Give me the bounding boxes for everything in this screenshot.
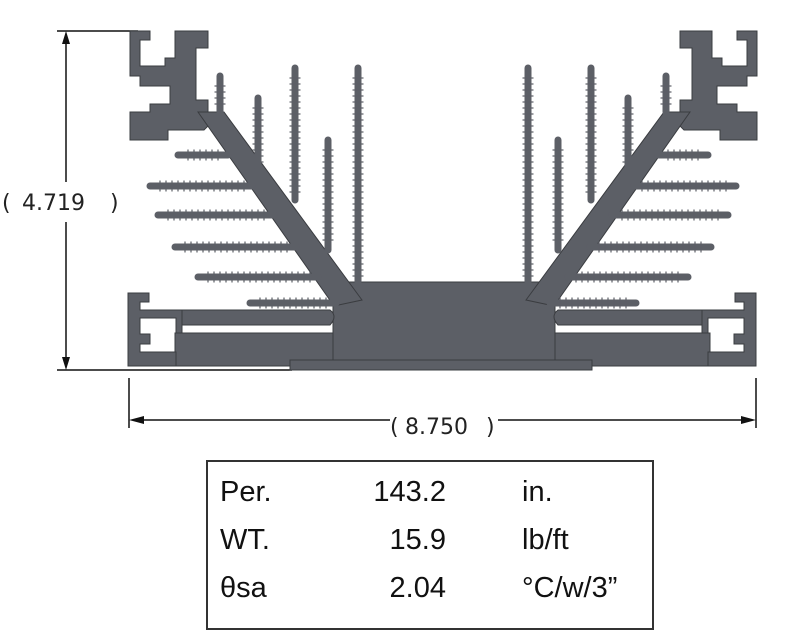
- height-paren-close: ): [110, 191, 119, 216]
- spec-unit: °C/w/3”: [522, 572, 618, 604]
- top-right-clip: [673, 30, 758, 141]
- spec-value: 2.04: [389, 572, 446, 604]
- height-value: 4.719: [22, 191, 85, 216]
- left-arm: [197, 111, 363, 307]
- spec-row-thermal-resistance: θsa 2.04 °C/w/3”: [208, 572, 652, 612]
- height-dimension: ( 4.719 ): [2, 30, 292, 371]
- width-value: 8.750: [405, 415, 468, 440]
- spec-label: WT.: [220, 524, 270, 556]
- bottom-right-rib: [553, 309, 703, 326]
- spec-label: Per.: [220, 476, 272, 508]
- width-paren-open: (: [390, 415, 399, 440]
- width-dimension: ( 8.750 ): [128, 378, 757, 440]
- width-arrow-right: [741, 416, 756, 424]
- right-arm: [525, 111, 691, 307]
- height-arrow-top: [62, 31, 70, 44]
- base-bottom-strip: [289, 359, 593, 371]
- spec-unit: in.: [522, 476, 553, 508]
- spec-label: θsa: [220, 572, 267, 604]
- width-arrow-left: [129, 416, 144, 424]
- base-thick-center: [332, 281, 556, 371]
- fins-group: [146, 64, 740, 309]
- spec-row-perimeter: Per. 143.2 in.: [208, 476, 652, 516]
- spec-value: 143.2: [373, 476, 446, 508]
- heatsink-profile: [127, 30, 758, 371]
- bottom-right-clip: [701, 292, 757, 367]
- spec-unit: lb/ft: [522, 524, 569, 556]
- height-arrow-bottom: [62, 357, 70, 370]
- spec-row-weight: WT. 15.9 lb/ft: [208, 524, 652, 564]
- spec-value: 15.9: [389, 524, 446, 556]
- bottom-left-rib: [181, 309, 335, 326]
- height-paren-open: (: [2, 191, 11, 216]
- top-left-clip: [129, 30, 215, 141]
- width-paren-close: ): [486, 415, 495, 440]
- spec-table: Per. 143.2 in. WT. 15.9 lb/ft θsa 2.04 °…: [206, 460, 654, 630]
- bottom-left-clip: [127, 292, 183, 367]
